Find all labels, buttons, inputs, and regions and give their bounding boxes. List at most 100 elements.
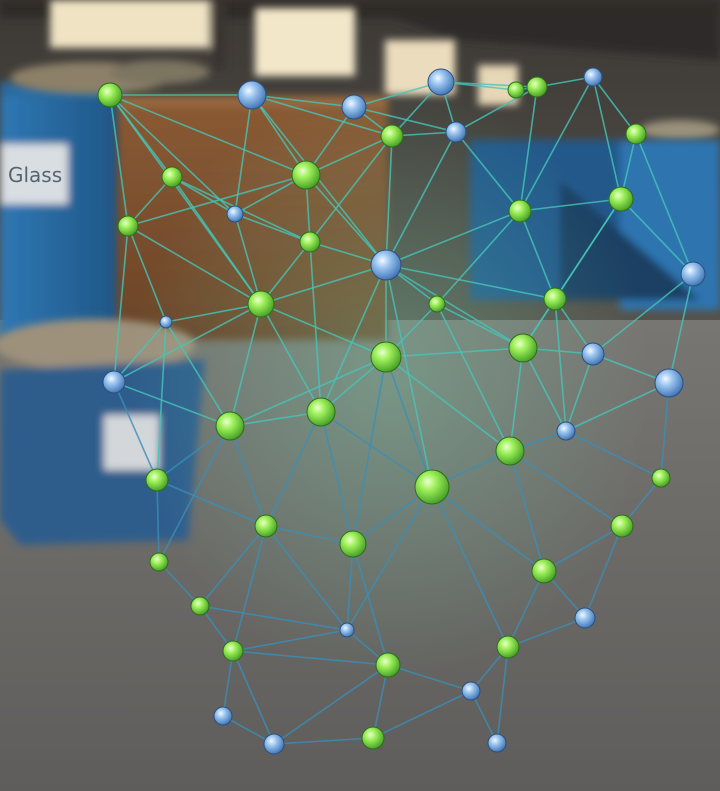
bin-label-glass: Glass [8,163,62,187]
network-edge [455,86,538,133]
network-node-blue [487,733,507,753]
network-node-green [531,558,557,584]
network-edge [660,382,670,479]
network-node-green [370,341,402,373]
network-edge [509,347,524,452]
network-nodes [97,67,706,755]
network-node-blue [102,370,126,394]
network-edge [113,225,129,383]
network-node-blue [370,249,402,281]
network-edge [346,543,354,631]
network-edge [156,479,267,527]
network-edge [352,543,389,666]
network-node-blue [263,733,285,755]
network-node-blue [427,68,455,96]
network-node-blue [654,368,684,398]
network-node-green [610,514,634,538]
network-edge [273,664,389,745]
network-edge [519,76,594,212]
network-edge [554,298,567,432]
network-edge [199,525,267,607]
network-edge [455,131,521,212]
network-node-blue [556,421,576,441]
network-edge [232,650,389,666]
network-edge [507,570,545,648]
network-node-blue [680,261,706,287]
network-edge [251,94,393,137]
network-edge [470,690,498,744]
network-edge [592,273,694,355]
network-edge [385,264,433,488]
network-edge [229,303,262,427]
network-node-green [496,635,520,659]
network-node-green [495,436,525,466]
network-edge [273,737,374,745]
network-edge [127,176,173,227]
network-node-green [145,468,169,492]
network-node-green [526,76,548,98]
network-edges [109,76,694,745]
network-edge [592,76,622,200]
network-edge [229,411,322,427]
network-edge [436,210,521,305]
network-node-green [149,552,169,572]
network-edge [352,356,387,545]
network-node-green [380,124,404,148]
network-edge [232,650,275,745]
network-edge [165,321,231,427]
network-node-blue [339,622,355,638]
network-edge [385,347,524,358]
network-edge [158,425,231,563]
network-edge [199,605,348,631]
network-node-blue [574,607,596,629]
network-edge [260,303,387,358]
network-node-green [299,231,321,253]
network-edge [353,106,457,133]
network-node-green [375,652,401,678]
network-edge [109,94,307,176]
network-node-green [339,530,367,558]
network-edge [127,225,167,323]
network-edge [385,264,556,300]
network-edge [265,525,354,545]
network-edge [509,450,623,527]
network-edge [509,450,545,572]
network-edge [305,174,387,266]
network-node-blue [581,342,605,366]
network-edge [543,525,623,572]
network-edge [372,690,472,739]
network-edge [232,525,267,652]
network-edge [385,356,511,452]
network-node-blue [341,94,367,120]
network-node-green [291,160,321,190]
network-node-blue [159,315,173,329]
network-node-green [254,514,278,538]
network-edge [668,273,694,384]
network-edge [320,264,387,413]
network-edge [620,198,694,275]
network-edge [519,210,556,300]
network-node-green [543,287,567,311]
network-edge [385,356,433,488]
network-edge [519,86,538,212]
network-edge [229,356,387,427]
network-node-green [508,199,532,223]
network-edge [171,176,236,215]
network-edge [265,411,322,527]
network-edge [113,381,231,427]
network-node-green [608,186,634,212]
network-edge [265,525,348,631]
network-node-green [414,469,450,505]
network-node-green [507,81,525,99]
network-edge [385,131,457,266]
network-edge [385,135,393,266]
glass-bin-left [0,82,125,338]
network-edge [565,382,670,432]
network-edge [507,617,586,648]
network-node-blue [226,205,244,223]
network-node-green [306,397,336,427]
network-edge [635,133,694,275]
network-node-green [190,596,210,616]
network-edge [309,241,322,413]
network-node-green [361,726,385,750]
